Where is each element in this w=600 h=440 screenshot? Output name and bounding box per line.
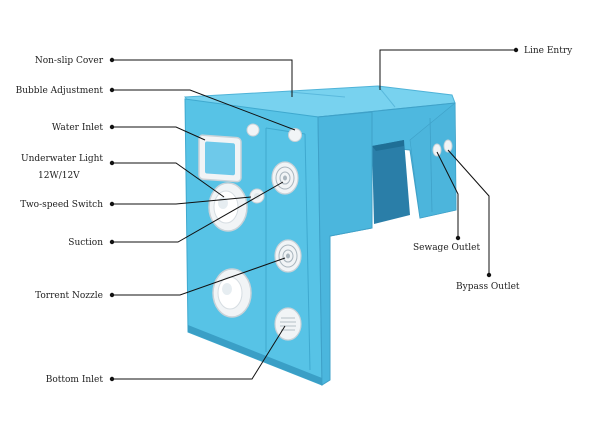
- bubble-adjustment-knob-left: [246, 123, 260, 137]
- side-face: [317, 111, 373, 386]
- sewage-outlet-port: [432, 143, 442, 157]
- suction-fitting-lower: [274, 239, 302, 273]
- suction-fitting: [271, 161, 299, 195]
- leader-suction: [112, 181, 284, 243]
- label-non-slip-cover: Non-slip Cover: [35, 56, 104, 66]
- leader-non-slip-cover: [112, 59, 293, 97]
- leader-lines: [112, 49, 516, 380]
- leg-opening: [372, 140, 410, 224]
- leader-line-entry: [379, 49, 516, 90]
- label-water-inlet: Water Inlet: [52, 123, 103, 133]
- leader-bottom-inlet: [112, 325, 286, 380]
- label-bubble-adjustment: Bubble Adjustment: [16, 86, 104, 96]
- bubble-adjustment-knob-right: [288, 128, 302, 142]
- label-torrent-nozzle: Torrent Nozzle: [35, 291, 103, 301]
- leader-torrent-nozzle: [112, 257, 286, 296]
- leader-bubble-adjustment: [112, 89, 296, 131]
- label-underwater-light-spec: 12W/12V: [38, 171, 80, 181]
- label-line-entry: Line Entry: [524, 46, 573, 56]
- leader-dots: [109, 47, 519, 382]
- leader-water-inlet: [112, 126, 206, 141]
- label-underwater-light: Underwater Light: [21, 154, 103, 164]
- water-inlet-window: [198, 134, 242, 183]
- filter-unit: [184, 85, 457, 386]
- leader-bypass-outlet: [447, 149, 490, 274]
- bypass-outlet-port: [443, 139, 453, 153]
- label-sewage-outlet: Sewage Outlet: [413, 243, 481, 253]
- label-bypass-outlet: Bypass Outlet: [456, 282, 520, 292]
- leader-sewage-outlet: [436, 151, 459, 237]
- leader-two-speed-switch: [112, 196, 252, 205]
- torrent-nozzle: [212, 268, 252, 318]
- label-two-speed-switch: Two-speed Switch: [20, 200, 103, 210]
- label-bottom-inlet: Bottom Inlet: [46, 375, 104, 385]
- label-suction: Suction: [68, 238, 103, 248]
- leader-underwater-light: [112, 162, 225, 198]
